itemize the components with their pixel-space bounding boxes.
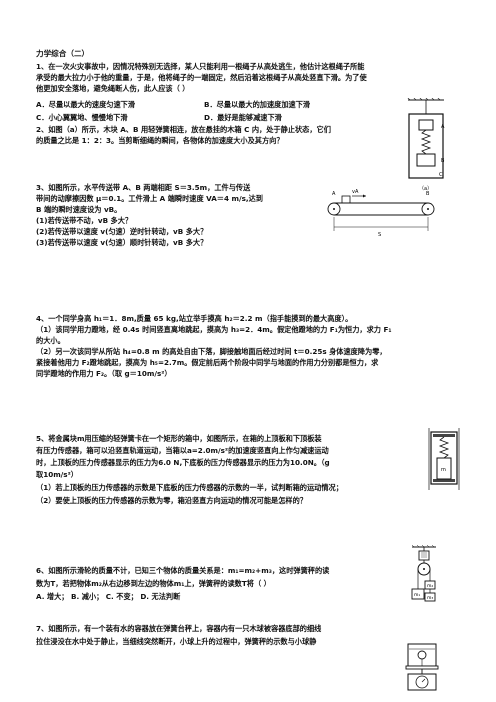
spring-scale [418, 550, 430, 561]
label-a: A [332, 191, 336, 197]
q5-line2: 有压力传感器，箱可以沿竖直轨道运动，当箱以a=2.0m/s²的加速度竖直向上作匀… [36, 446, 329, 455]
page-title: 力学综合（二） [36, 49, 90, 58]
q5-box-figure: m [428, 428, 460, 490]
q3-conveyor-figure: A B vA S [327, 189, 435, 238]
q4-line3: 的大小。 [36, 336, 65, 345]
q3-sub1: (1)若传送带不动，vB 多大？ [36, 216, 133, 225]
q3-line2: 带间的动摩擦因数 μ＝0.1。工件滑上 A 端瞬时速度 VA＝4 m/s,达到 [36, 194, 263, 203]
q3-line3: B 端的瞬时速度设为 vB。 [36, 205, 122, 214]
q5-line4: 取10m/s²） [36, 470, 78, 479]
q1-option-d: D．最好是能够减速下滑 [204, 113, 282, 122]
label-m2: m₂ [427, 584, 433, 589]
label-m3: m₃ [427, 596, 433, 601]
label-m1: m₁ [414, 593, 420, 598]
block-a [418, 119, 434, 131]
label-b: B [426, 191, 430, 197]
q1-line2: 承受的最大拉力小于他的重量，于是，他将绳子的一端固定，然后沿着这根绳子从高处竖直… [36, 73, 367, 82]
label-va: vA [352, 189, 359, 195]
wooden-ball [417, 650, 427, 660]
q5-line1: 5、将金属块m用压缩的轻弹簧卡在一个矩形的箱中，如图所示，在箱的上顶板和下顶板装 [36, 434, 322, 443]
q4-line1: 4、一个同学身高 h₁＝1．8m,质量 65 kg,站立举手摸高 h₂＝2.2 … [36, 314, 353, 323]
figure-caption: （a） [419, 186, 432, 192]
q6-options: A. 增大； B. 减小； C. 不变； D. 无法判断 [36, 592, 181, 601]
q4-line5: 紧接着他用力 F₂蹬地跳起，摸高为 h₅=2.7m。假定前后两个阶段中同学与地面… [36, 358, 379, 367]
q6-line2: 数为T，若把物体m₂从右边移到左边的物体m₁上，弹簧秤的读数T将（ ） [36, 579, 271, 588]
q1-option-b: B．尽量以最大的加速度加速下滑 [204, 100, 311, 109]
q4-line4: （2）另一次该同学从所站 h₄=0.8 m 的高处自由下落，脚接触地面后经过时间… [36, 347, 387, 356]
q2-line1: 2、如图（a）所示，木块 A、B 用轻弹簧相连，放在悬挂的木箱 C 内，处于静止… [36, 125, 331, 134]
q3-line1: 3、如图所示，水平传送带 A、B 两端相距 S＝3.5m，工件与传送 [36, 183, 251, 192]
q6-pulley-figure: m₁ m₂ m₃ [411, 545, 436, 602]
label-m: m [441, 467, 446, 473]
label-b: B [441, 158, 445, 164]
q1-line3: 他更加安全落地，避免绳断人伤，此人应该（ ） [36, 84, 190, 93]
q3-sub2: (2)若传送带以速度 v(匀速）逆时针转动，vB 多大？ [36, 227, 208, 236]
q5-line3: 时，上顶板的压力传感器显示的压力为6.0 N,下底板的压力传感器显示的压力为10… [36, 458, 330, 467]
mass-m3 [424, 592, 436, 602]
spring-icon [438, 436, 450, 459]
label-a: A [441, 124, 445, 130]
q7-line1: 7、如图所示，有一个装有水的容器放在弹簧台秤上，容器内有一只木球被容器底部的细线 [36, 624, 322, 633]
block-b [416, 153, 436, 167]
q2-box-spring-figure: A B C （a） [407, 98, 445, 192]
q7-container-figure [405, 643, 439, 691]
label-s: S [378, 232, 381, 238]
q1-option-c: C．小心翼翼地、慢慢地下滑 [36, 113, 128, 122]
metal-block [436, 457, 452, 480]
spring-icon [420, 129, 432, 155]
q4-line2: （1）该同学用力蹬地，经 0.4s 时间竖直离地跳起，摸高为 h₃=2．4m。假… [36, 325, 392, 334]
q3-sub3: (3)若传送带以速度 v(匀速）顺时针转动，vB 多大？ [36, 238, 208, 247]
workpiece [341, 195, 351, 204]
q1-line1: 1、在一次火灾事故中，因情况特殊别无选择，某人只能利用一根绳子从高处逃生，他估计… [36, 62, 365, 71]
q5-sub2: （2）要使上顶板的压力传感器的示数为零，箱沿竖直方向运动的情况可能是怎样的？ [36, 496, 307, 505]
q4-line6: 同学蹬地的作用力 F₂。（取 g＝10m/s²） [36, 369, 172, 378]
label-c: C [439, 172, 443, 178]
q1-option-a: A．尽量以最大的速度匀速下滑 [36, 100, 136, 109]
q5-sub1: （1）若上顶板的压力传感器的示数是下底板的压力传感器的示数的一半，试判断箱的运动… [36, 483, 343, 492]
q6-line1: 6、如图所示滑轮的质量不计，已知三个物体的质量关系是：m₁=m₂+m₃，这时弹簧… [36, 566, 330, 575]
q2-line2: 的质量之比是 1：2：3。当剪断细绳的瞬间，各物体的加速度大小及其方向？ [36, 136, 284, 145]
q7-line2: 拉住浸没在水中处于静止，当细线突然断开，小球上升的过程中，弹簧秤的示数与小球静 [36, 637, 317, 646]
mass-m1 [411, 588, 425, 600]
